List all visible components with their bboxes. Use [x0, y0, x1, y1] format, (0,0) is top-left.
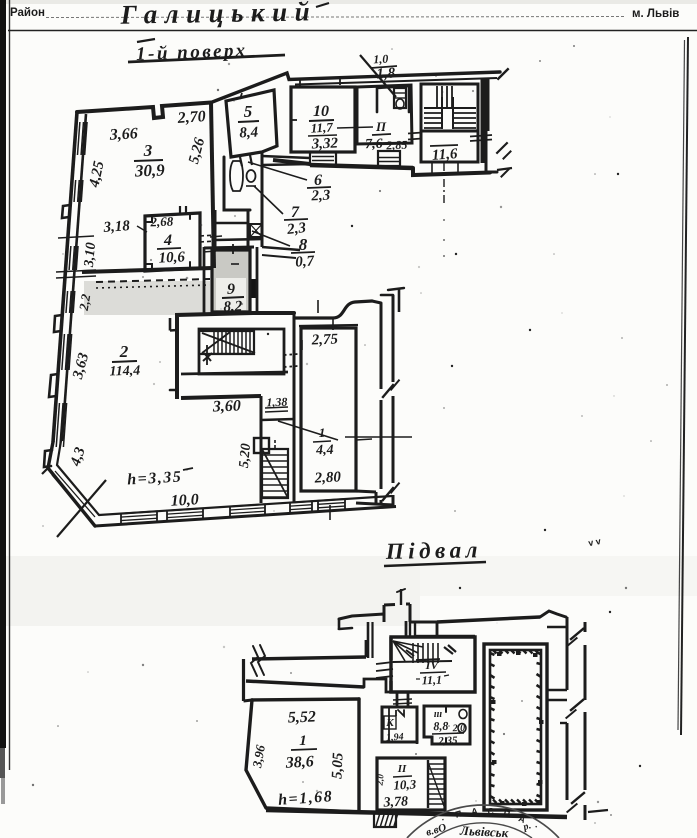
svg-text:4: 4 — [163, 232, 172, 249]
svg-text:3,32: 3,32 — [310, 136, 338, 153]
svg-text:5,26: 5,26 — [186, 136, 208, 166]
svg-text:м. Львів: м. Львів — [632, 8, 679, 20]
svg-text:Підвал: Підвал — [385, 537, 483, 564]
svg-text:0,7: 0,7 — [295, 253, 315, 270]
svg-text:h=3,35: h=3,35 — [127, 469, 183, 489]
svg-text:2,80: 2,80 — [313, 469, 342, 486]
svg-text:С: С — [487, 806, 495, 817]
svg-text:3,96: 3,96 — [249, 743, 268, 769]
svg-text:3,66: 3,66 — [108, 125, 138, 143]
svg-text:2,0: 2,0 — [374, 773, 385, 787]
svg-text:3,63: 3,63 — [70, 351, 93, 382]
svg-text:П: П — [375, 119, 387, 134]
svg-text:38,6: 38,6 — [284, 753, 314, 771]
svg-text:2,75: 2,75 — [310, 332, 338, 349]
svg-text:11,1: 11,1 — [421, 673, 442, 688]
svg-text:IV: IV — [425, 658, 440, 672]
svg-text:8,4: 8,4 — [239, 124, 259, 141]
svg-text:5,52: 5,52 — [288, 709, 317, 727]
svg-text:10,6: 10,6 — [158, 249, 186, 266]
svg-text:10,3: 10,3 — [393, 776, 417, 792]
svg-text:7: 7 — [291, 204, 300, 221]
svg-text:П: П — [454, 808, 463, 819]
svg-text:II: II — [397, 763, 407, 775]
svg-text:10,0: 10,0 — [170, 491, 199, 509]
svg-text:·: · — [440, 814, 447, 824]
svg-text:5: 5 — [244, 102, 253, 121]
svg-text:2,3: 2,3 — [285, 220, 307, 238]
svg-text:2,0: 2,0 — [451, 723, 465, 734]
svg-text:11,6: 11,6 — [431, 146, 458, 164]
svg-text:114,4: 114,4 — [109, 363, 140, 379]
svg-text:1,8: 1,8 — [376, 65, 396, 82]
svg-text:А: А — [517, 813, 527, 825]
svg-text:2,85: 2,85 — [385, 138, 407, 153]
svg-text:Галицький: Галицький — [119, 0, 317, 30]
svg-text:8,2: 8,2 — [223, 299, 243, 316]
svg-text:1: 1 — [299, 733, 307, 749]
svg-text:3: 3 — [143, 141, 153, 160]
svg-text:3,10: 3,10 — [82, 242, 99, 269]
svg-text:Район: Район — [10, 7, 45, 19]
svg-text:5,05: 5,05 — [329, 752, 346, 780]
svg-text:Львівськ: Львівськ — [459, 823, 509, 838]
svg-text:2,35: 2,35 — [437, 735, 458, 748]
svg-text:К: К — [385, 717, 394, 729]
svg-text:2: 2 — [119, 342, 129, 361]
svg-text:11,7: 11,7 — [310, 119, 333, 135]
svg-text:1: 1 — [319, 425, 326, 440]
svg-text:h=1,68: h=1,68 — [278, 788, 334, 809]
svg-text:ııı: ııı — [434, 709, 443, 720]
svg-text:П: П — [502, 808, 511, 819]
svg-text:2,3: 2,3 — [310, 188, 331, 205]
svg-text:3,60: 3,60 — [212, 398, 242, 416]
svg-text:в.вО: в.вО — [425, 822, 448, 838]
svg-text:3,78: 3,78 — [382, 794, 408, 810]
svg-text:v v: v v — [587, 536, 601, 548]
svg-text:1,38: 1,38 — [266, 395, 287, 410]
svg-text:30,9: 30,9 — [134, 160, 166, 180]
svg-text:3,18: 3,18 — [102, 218, 131, 236]
svg-text:1,94: 1,94 — [386, 732, 404, 744]
svg-text:2,2: 2,2 — [76, 292, 94, 312]
svg-text:·: · — [532, 822, 540, 832]
svg-text:2,70: 2,70 — [176, 108, 206, 127]
svg-text:р.: р. — [521, 820, 532, 833]
svg-text:4,3: 4,3 — [67, 445, 88, 469]
svg-text:10: 10 — [313, 103, 329, 120]
svg-text:4,25: 4,25 — [86, 159, 107, 189]
svg-text:1,0: 1,0 — [373, 52, 389, 67]
svg-text:7,6: 7,6 — [365, 137, 383, 153]
svg-text:8,8: 8,8 — [433, 719, 448, 734]
svg-text:9: 9 — [227, 281, 235, 298]
svg-text:2,68: 2,68 — [149, 214, 174, 230]
svg-text:5,20: 5,20 — [237, 443, 254, 469]
svg-text:4,4: 4,4 — [315, 443, 334, 459]
svg-text:8: 8 — [299, 235, 308, 254]
svg-text:6: 6 — [314, 172, 322, 189]
svg-text:А: А — [471, 806, 479, 817]
